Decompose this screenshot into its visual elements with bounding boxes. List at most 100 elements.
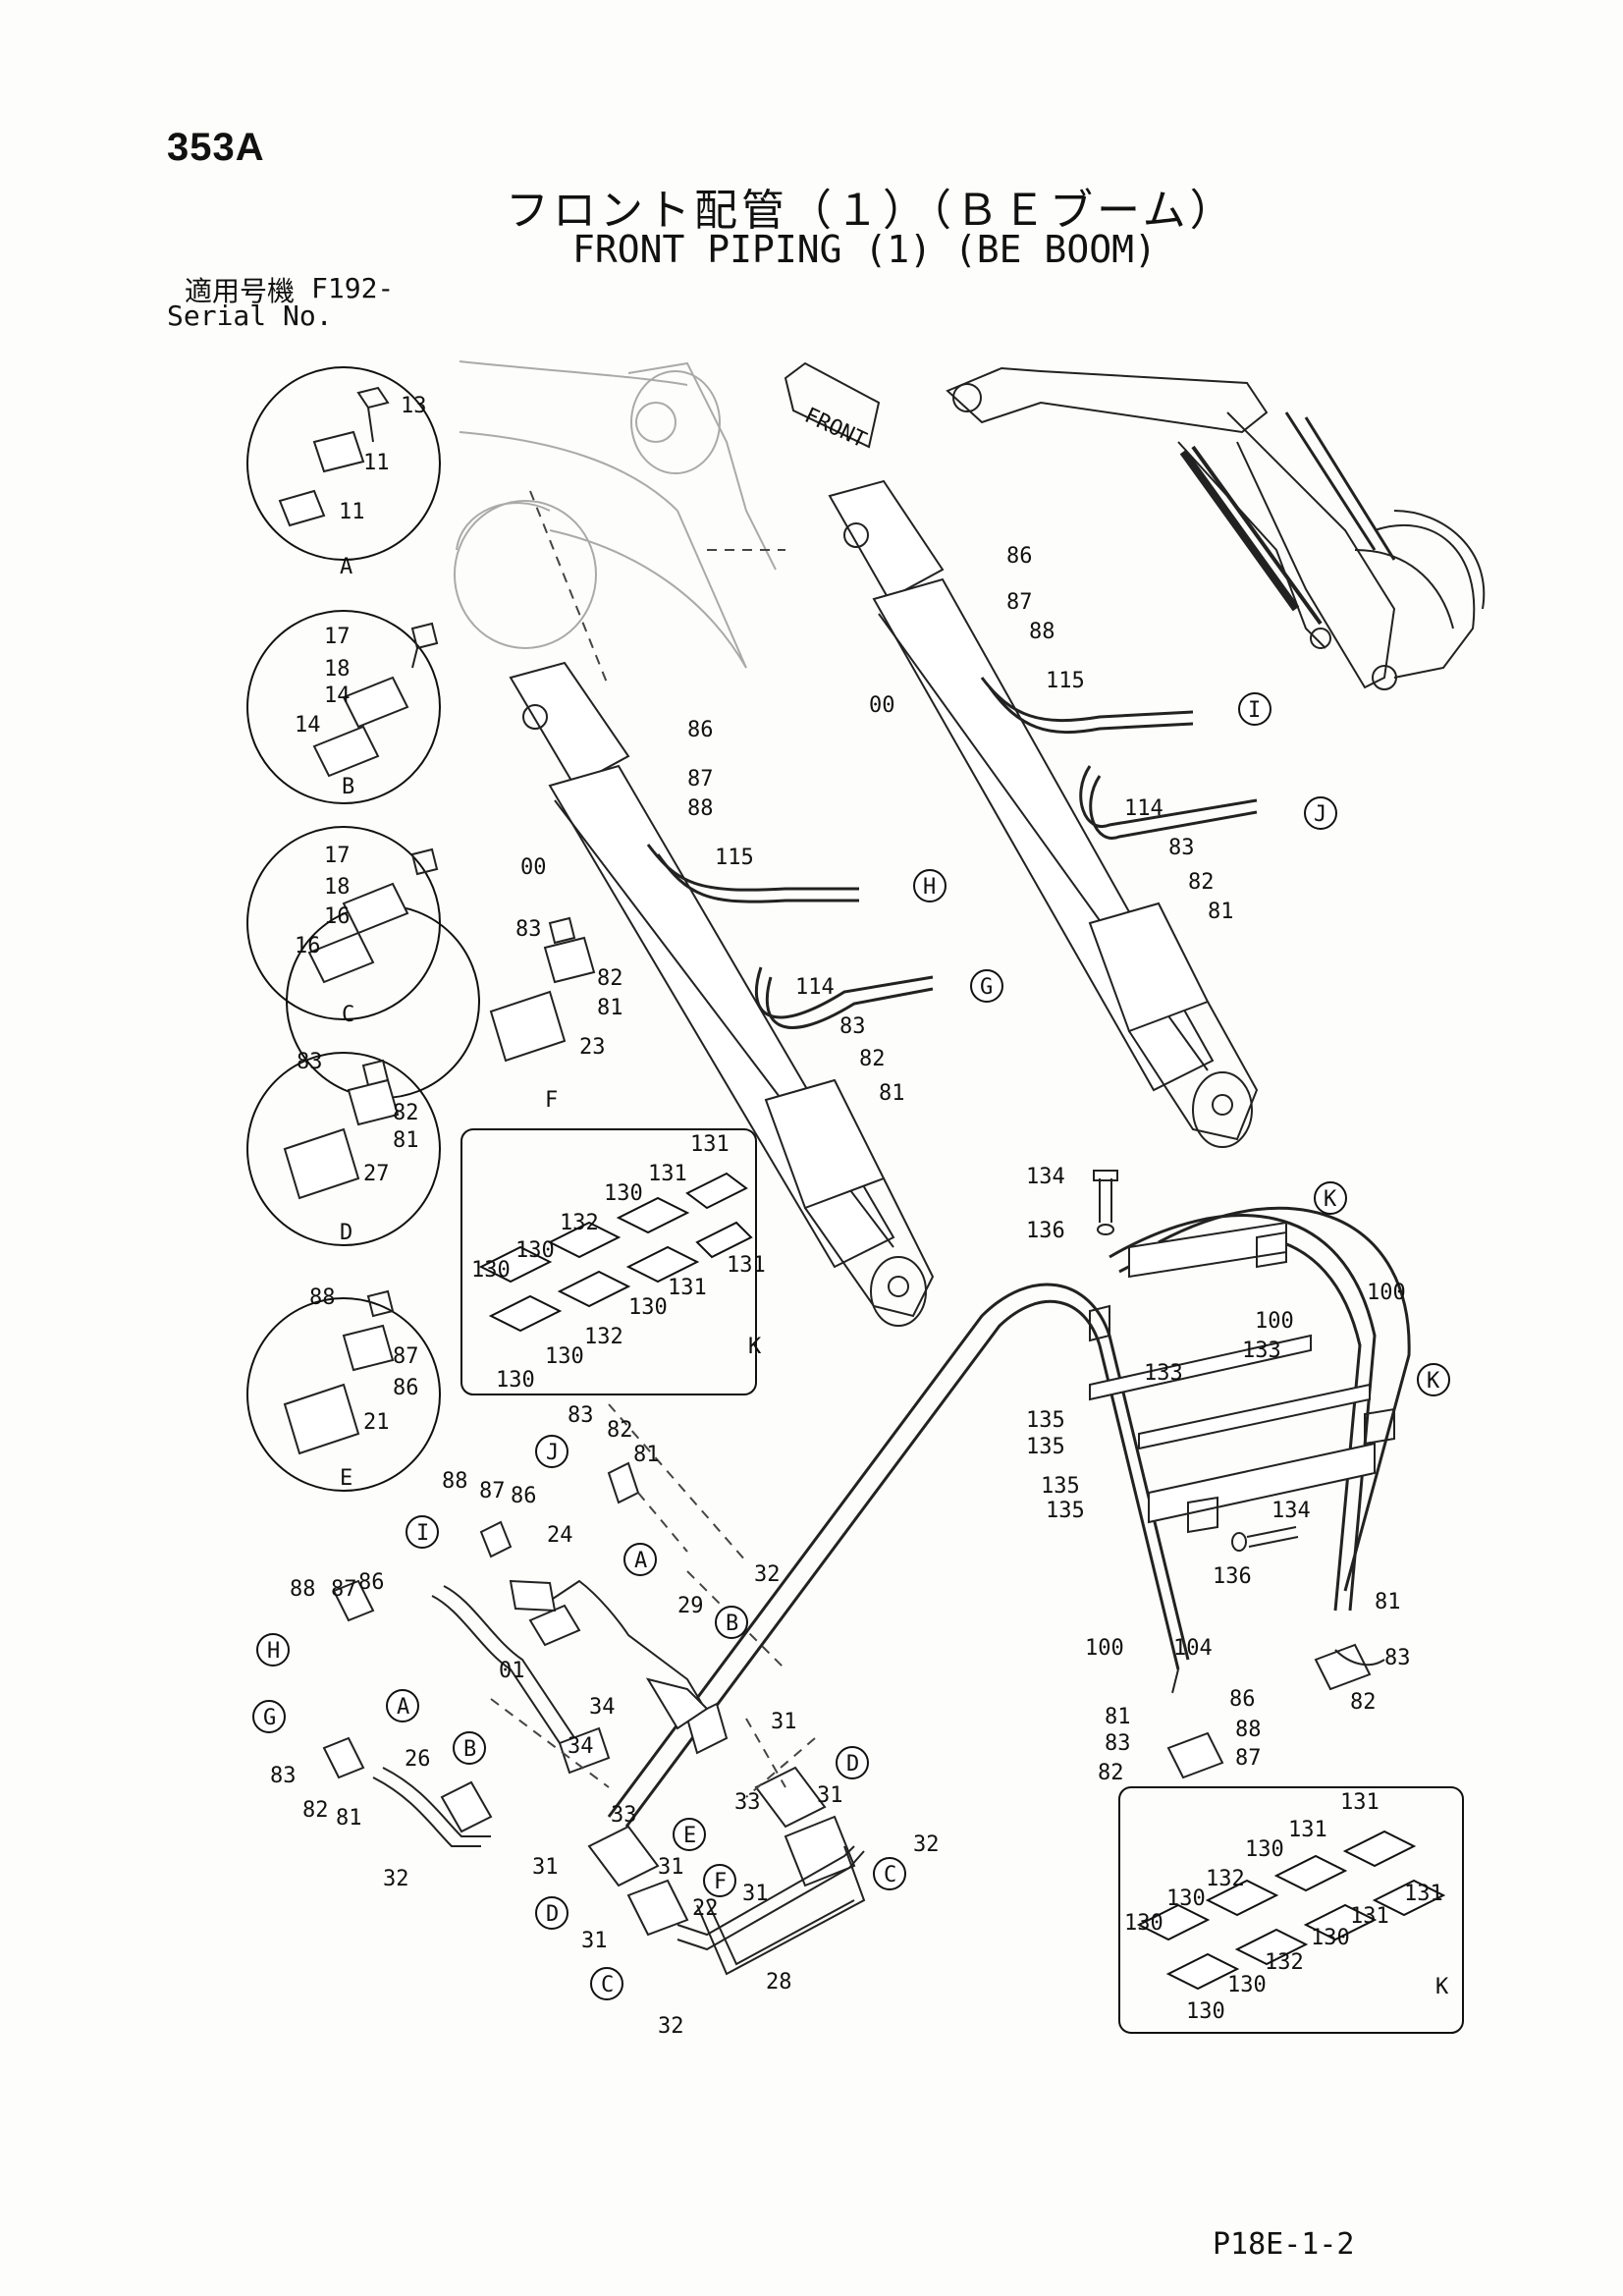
part-label: 18	[324, 657, 351, 682]
part-label: 81	[1208, 900, 1234, 924]
part-label: 83	[270, 1764, 297, 1788]
part-label: 130	[1311, 1926, 1350, 1950]
part-label: 11	[339, 500, 365, 524]
circle-ref-letter: G	[980, 975, 993, 1000]
part-label: 86	[687, 718, 714, 742]
circle-ref-letter: C	[884, 1863, 896, 1887]
detail-circles	[246, 366, 480, 1492]
detail-letter: K	[1427, 1369, 1440, 1394]
part-label: 34	[568, 1734, 594, 1759]
part-label: 134	[1271, 1499, 1311, 1523]
circle-ref-letter: A	[397, 1695, 409, 1720]
clamp-bars	[1089, 1221, 1395, 1534]
part-label: 11	[363, 451, 390, 475]
part-label: 82	[1188, 870, 1215, 895]
part-label: 133	[1242, 1339, 1281, 1363]
part-label: 14	[295, 713, 321, 738]
detail-letter: D	[340, 1221, 352, 1245]
circle-ref-letter: B	[726, 1612, 738, 1636]
part-label: 17	[324, 625, 351, 649]
detail-letter: A	[340, 555, 352, 579]
part-labels: 13 11 11 A 17 18 14 14 B 17 18 16 16 C 8…	[263, 394, 1449, 2039]
part-label: 27	[363, 1162, 390, 1186]
part-label: 32	[383, 1867, 409, 1891]
part-label: 82	[859, 1047, 886, 1071]
lower-fittings	[322, 1461, 1385, 1976]
circle-ref-letter: I	[416, 1521, 429, 1546]
circle-ref-letter: G	[263, 1706, 276, 1730]
detail-letter: E	[340, 1466, 352, 1491]
part-label: 130	[628, 1295, 668, 1320]
part-label: 130	[1245, 1837, 1284, 1862]
part-label: 34	[589, 1695, 616, 1720]
detail-k-boxes	[460, 1128, 1464, 2034]
part-label: 32	[658, 2014, 684, 2039]
part-label: 83	[839, 1014, 866, 1039]
boom-cylinder-right	[828, 479, 1259, 1148]
part-label: 130	[1227, 1973, 1267, 1997]
part-label: 88	[442, 1469, 468, 1494]
detail-letter: C	[342, 1003, 354, 1027]
front-arrow-label: FRONT	[800, 404, 870, 454]
part-label: 00	[869, 693, 895, 718]
part-label: 114	[795, 975, 835, 1000]
part-label: 31	[742, 1882, 769, 1906]
bolts-134	[1093, 1170, 1299, 1552]
part-label: 104	[1173, 1636, 1213, 1661]
part-label: 82	[597, 966, 623, 991]
detail-letter: K	[748, 1335, 762, 1359]
serial-value: F192-	[311, 272, 395, 304]
leader-dashes	[490, 490, 816, 1798]
circle-ref-letter: H	[923, 875, 936, 900]
part-label: 31	[532, 1855, 559, 1880]
circle-ref-letter: A	[634, 1549, 647, 1573]
serial-label-english: Serial No.	[167, 300, 333, 332]
part-label: 100	[1085, 1636, 1124, 1661]
part-label: 115	[1046, 669, 1085, 693]
detail-letter: K	[1324, 1187, 1337, 1212]
part-label: 135	[1041, 1474, 1080, 1499]
part-label: 86	[358, 1570, 385, 1595]
part-label: 82	[1350, 1690, 1377, 1715]
part-label: 17	[324, 844, 351, 868]
page-code: 353A	[167, 126, 265, 169]
front-arrow: FRONT	[784, 361, 881, 454]
part-label: 83	[297, 1050, 323, 1074]
part-label: 131	[1340, 1790, 1380, 1815]
part-label: 130	[1186, 1999, 1225, 2024]
circle-ref-letter: C	[601, 1973, 614, 1997]
part-label: 86	[1006, 544, 1033, 569]
part-label: 16	[324, 904, 351, 929]
part-label: 83	[1384, 1646, 1411, 1670]
part-label: 82	[1098, 1761, 1124, 1785]
clamp-blocks-top	[478, 1172, 753, 1333]
part-label: 130	[1166, 1886, 1206, 1911]
part-label: 32	[754, 1562, 781, 1587]
circle-ref-letter: E	[683, 1824, 696, 1848]
part-label: 100	[1255, 1309, 1294, 1334]
part-label: 33	[611, 1803, 637, 1828]
part-label: 130	[1124, 1911, 1163, 1936]
part-label: 114	[1124, 796, 1163, 821]
detail-letter: B	[342, 775, 354, 799]
part-label: 18	[324, 875, 351, 900]
part-label: 134	[1026, 1165, 1065, 1189]
part-label: 135	[1026, 1435, 1065, 1459]
part-label: 31	[817, 1783, 843, 1808]
part-label: 100	[1367, 1281, 1406, 1305]
part-label: 131	[1404, 1882, 1443, 1906]
part-label: 130	[471, 1258, 511, 1283]
excavator-thumbnail	[946, 366, 1486, 690]
part-label: 135	[1046, 1499, 1085, 1523]
part-label: 88	[1029, 620, 1055, 644]
part-label: 31	[658, 1855, 684, 1880]
part-label: 86	[1229, 1687, 1256, 1712]
detail-contents	[278, 386, 596, 1455]
part-label: 87	[393, 1344, 419, 1369]
boom-cylinder-left	[509, 661, 935, 1327]
part-label: 28	[766, 1970, 792, 1995]
circle-ref-markers	[252, 692, 1450, 2000]
circle-ref-letter: I	[1248, 698, 1261, 723]
part-label: 83	[568, 1403, 594, 1428]
part-label: 82	[393, 1101, 419, 1125]
